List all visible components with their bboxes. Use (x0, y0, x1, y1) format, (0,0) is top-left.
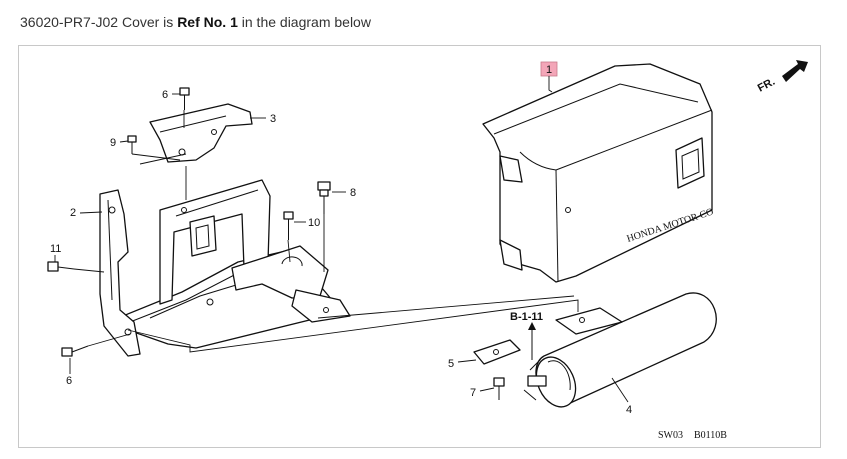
bolt-6-bottom (61, 345, 89, 357)
callout-8: 8 (350, 187, 356, 199)
section-ref: B-1-11 (510, 311, 543, 323)
page-caption: 36020-PR7-J02 Cover is Ref No. 1 in the … (20, 14, 371, 30)
front-direction-icon (782, 60, 808, 82)
callout-10: 10 (308, 217, 320, 229)
callout-4: 4 (626, 404, 632, 416)
part-number: 36020-PR7-J02 (20, 14, 119, 30)
cover-part: HONDA MOTOR CO (482, 63, 715, 283)
bolt-11 (47, 261, 75, 272)
ref-number: Ref No. 1 (177, 14, 238, 30)
callout-11: 11 (50, 243, 61, 255)
canister-part (523, 292, 717, 408)
callout-9: 9 (110, 137, 116, 149)
bolt-8 (317, 181, 331, 214)
callout-2: 2 (70, 207, 76, 219)
drawing-id: B0110B (694, 430, 727, 441)
callout-7: 7 (470, 387, 476, 399)
bolt-7 (493, 377, 505, 400)
small-bracket-5 (473, 339, 521, 365)
caption-middle: Cover is (118, 14, 178, 30)
callout-6-top: 6 (162, 89, 168, 101)
front-marker: FR. (756, 76, 777, 95)
callout-6-bottom: 6 (66, 375, 72, 387)
callout-5: 5 (448, 358, 454, 370)
caption-suffix: in the diagram below (237, 14, 371, 30)
mounting-bracket (99, 103, 351, 357)
drawing-code: SW03 (658, 430, 683, 441)
callout-3: 3 (270, 113, 276, 125)
callout-1: 1 (546, 64, 552, 76)
bolt-6-top (179, 87, 190, 110)
bolt-9 (127, 135, 137, 154)
bolt-10 (283, 211, 294, 240)
